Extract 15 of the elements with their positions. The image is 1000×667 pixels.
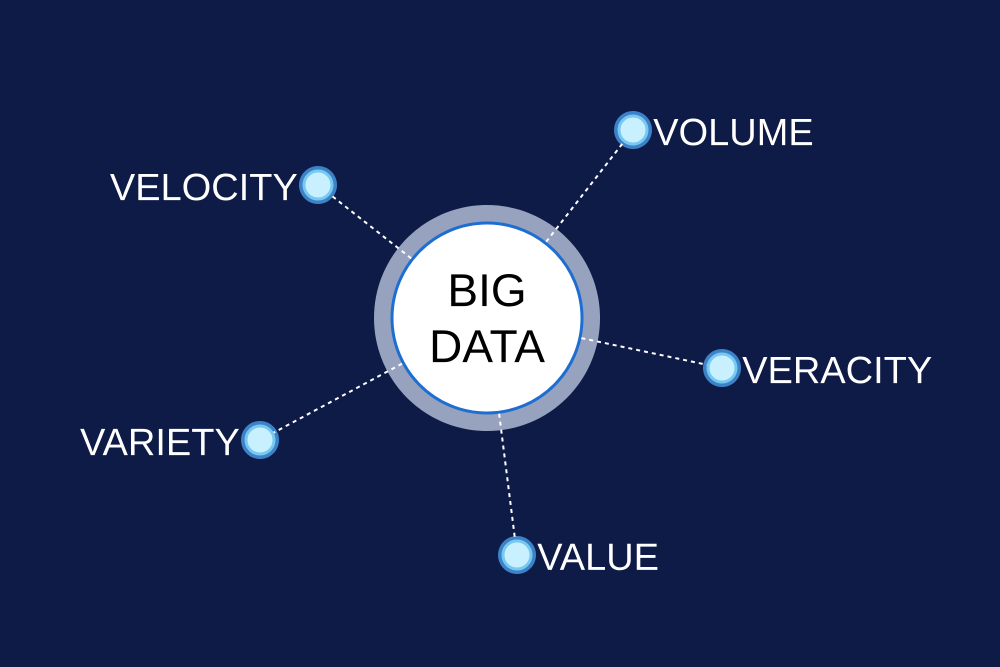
glowing-dot xyxy=(299,166,337,204)
glowing-dot xyxy=(703,349,741,387)
node-label: VERACITY xyxy=(742,356,932,384)
dashed-connector xyxy=(330,194,412,260)
node-label: VELOCITY xyxy=(110,174,297,200)
dashed-connector xyxy=(545,142,624,242)
dashed-connector xyxy=(273,362,402,434)
node-label: VALUE xyxy=(537,544,658,570)
glowing-dot xyxy=(498,536,536,574)
dashed-connector xyxy=(581,337,708,366)
glowing-dot xyxy=(614,111,652,149)
node-label: VARIETY xyxy=(80,428,239,456)
node-label: VOLUME xyxy=(653,118,812,146)
glowing-dot xyxy=(241,421,279,459)
dashed-connector xyxy=(498,414,516,540)
